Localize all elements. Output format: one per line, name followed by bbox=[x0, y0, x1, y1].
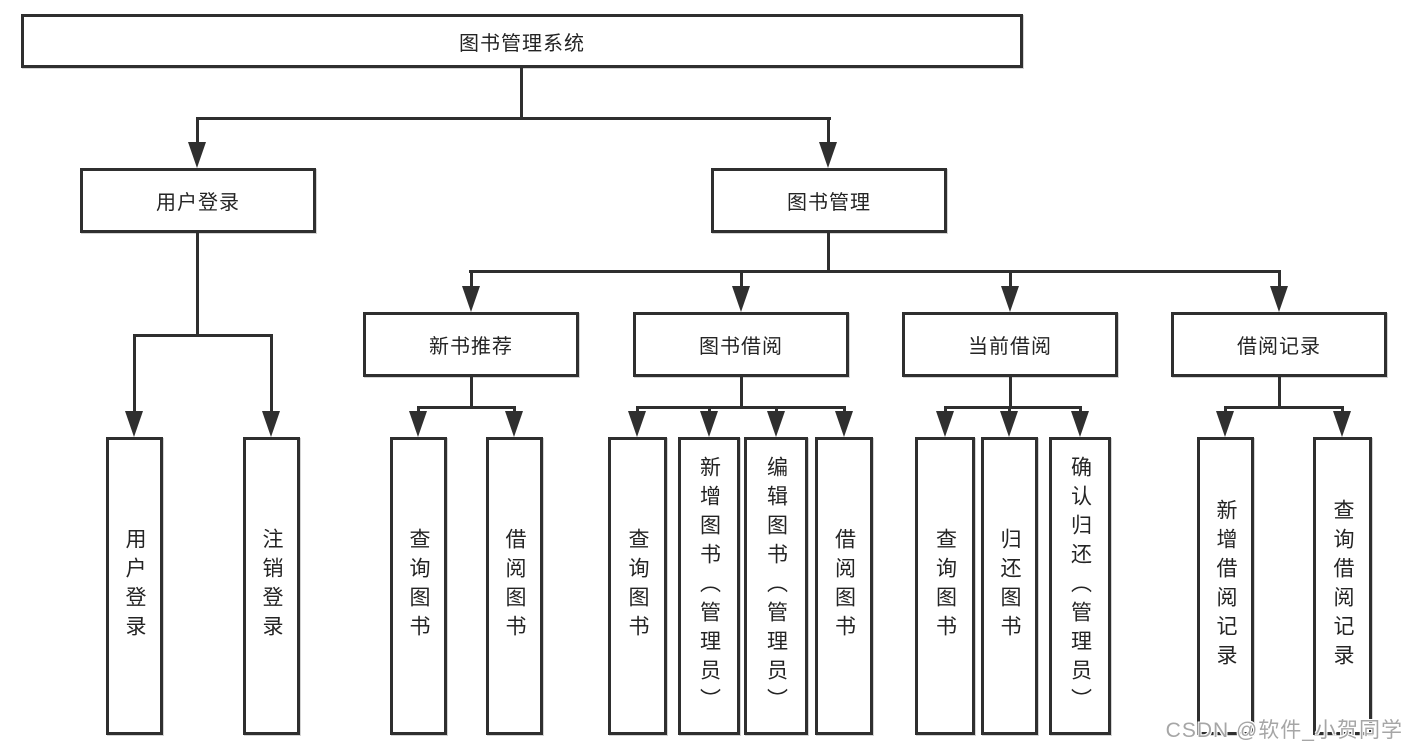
arrowhead-down-icon bbox=[125, 411, 143, 437]
connector-line bbox=[417, 406, 420, 415]
node-label: 新书推荐 bbox=[429, 336, 513, 358]
leaf-confirm-return-admin: 确认归还（管理员） bbox=[1049, 437, 1111, 735]
arrowhead-down-icon bbox=[1270, 286, 1288, 312]
leaf-label: 借阅图书 bbox=[832, 528, 856, 644]
node-book-borrow: 图书借阅 bbox=[633, 312, 849, 377]
arrowhead-down-icon bbox=[262, 411, 280, 437]
connector-line bbox=[1079, 406, 1082, 415]
arrowhead-down-icon bbox=[188, 142, 206, 168]
connector-line bbox=[470, 270, 473, 296]
arrowhead-down-icon bbox=[1001, 286, 1019, 312]
connector-line bbox=[636, 406, 845, 409]
leaf-borrow-books: 借阅图书 bbox=[815, 437, 873, 735]
leaf-label: 归还图书 bbox=[998, 528, 1022, 644]
arrowhead-down-icon bbox=[628, 411, 646, 437]
connector-line bbox=[1224, 406, 1227, 415]
leaf-borrow-books-recommend: 借阅图书 bbox=[486, 437, 543, 735]
leaf-label: 查询图书 bbox=[407, 528, 431, 644]
connector-line bbox=[740, 270, 743, 296]
leaf-edit-book-admin: 编辑图书（管理员） bbox=[744, 437, 808, 735]
node-label: 借阅记录 bbox=[1237, 336, 1321, 358]
connector-line bbox=[1341, 406, 1344, 415]
connector-line bbox=[1009, 270, 1012, 296]
leaf-label: 查询图书 bbox=[626, 528, 650, 644]
connector-line bbox=[636, 406, 639, 415]
connector-line bbox=[133, 334, 273, 337]
node-book-management: 图书管理 bbox=[711, 168, 947, 233]
leaf-query-borrow-record: 查询借阅记录 bbox=[1313, 437, 1372, 735]
arrowhead-down-icon bbox=[1216, 411, 1234, 437]
leaf-label: 查询借阅记录 bbox=[1331, 499, 1355, 673]
arrowhead-down-icon bbox=[767, 411, 785, 437]
leaf-label: 用户登录 bbox=[123, 528, 147, 644]
connector-line bbox=[470, 377, 473, 408]
connector-line bbox=[1008, 406, 1011, 415]
arrowhead-down-icon bbox=[700, 411, 718, 437]
arrowhead-down-icon bbox=[819, 142, 837, 168]
connector-line bbox=[513, 406, 516, 415]
node-new-book-recommend: 新书推荐 bbox=[363, 312, 579, 377]
leaf-label: 注销登录 bbox=[260, 528, 284, 644]
arrowhead-down-icon bbox=[1000, 411, 1018, 437]
leaf-label: 编辑图书（管理员） bbox=[764, 455, 788, 717]
leaf-label: 新增借阅记录 bbox=[1214, 499, 1238, 673]
leaf-user-login: 用户登录 bbox=[106, 437, 163, 735]
leaf-add-book-admin: 新增图书（管理员） bbox=[678, 437, 740, 735]
leaf-logout: 注销登录 bbox=[243, 437, 300, 735]
leaf-label: 确认归还（管理员） bbox=[1068, 455, 1092, 717]
node-current-borrow: 当前借阅 bbox=[902, 312, 1118, 377]
connector-line bbox=[520, 68, 523, 119]
node-root-system: 图书管理系统 bbox=[21, 14, 1023, 68]
node-user-login: 用户登录 bbox=[80, 168, 316, 233]
connector-line bbox=[1009, 377, 1012, 408]
leaf-query-books-current: 查询图书 bbox=[915, 437, 975, 735]
connector-line bbox=[417, 406, 516, 409]
connector-line bbox=[1224, 406, 1344, 409]
connector-line bbox=[196, 117, 831, 120]
arrowhead-down-icon bbox=[835, 411, 853, 437]
leaf-label: 新增图书（管理员） bbox=[697, 455, 721, 717]
node-root-label: 图书管理系统 bbox=[459, 32, 585, 55]
node-label: 图书借阅 bbox=[699, 336, 783, 358]
connector-line bbox=[827, 233, 830, 273]
connector-line bbox=[1278, 377, 1281, 408]
connector-line bbox=[196, 117, 199, 149]
connector-line bbox=[270, 334, 273, 413]
connector-line bbox=[708, 406, 711, 415]
node-borrow-records: 借阅记录 bbox=[1171, 312, 1387, 377]
connector-line bbox=[843, 406, 846, 415]
arrowhead-down-icon bbox=[936, 411, 954, 437]
arrowhead-down-icon bbox=[505, 411, 523, 437]
connector-line bbox=[740, 377, 743, 408]
node-label: 用户登录 bbox=[156, 192, 240, 214]
connector-line bbox=[1278, 270, 1281, 296]
node-label: 当前借阅 bbox=[968, 336, 1052, 358]
node-label: 图书管理 bbox=[787, 192, 871, 214]
connector-line bbox=[133, 334, 136, 413]
leaf-add-borrow-record: 新增借阅记录 bbox=[1197, 437, 1254, 735]
leaf-query-books-borrow: 查询图书 bbox=[608, 437, 667, 735]
watermark: CSDN @软件_小贺同学 bbox=[1165, 719, 1403, 742]
connector-line bbox=[944, 406, 1081, 409]
arrowhead-down-icon bbox=[1071, 411, 1089, 437]
connector-line bbox=[469, 270, 1281, 273]
leaf-label: 借阅图书 bbox=[503, 528, 527, 644]
leaf-query-books-recommend: 查询图书 bbox=[390, 437, 447, 735]
leaf-return-books: 归还图书 bbox=[981, 437, 1038, 735]
arrowhead-down-icon bbox=[462, 286, 480, 312]
connector-line bbox=[196, 233, 199, 336]
connector-line bbox=[944, 406, 947, 415]
arrowhead-down-icon bbox=[409, 411, 427, 437]
arrowhead-down-icon bbox=[732, 286, 750, 312]
connector-line bbox=[775, 406, 778, 415]
connector-line bbox=[827, 117, 830, 149]
arrowhead-down-icon bbox=[1333, 411, 1351, 437]
leaf-label: 查询图书 bbox=[933, 528, 957, 644]
